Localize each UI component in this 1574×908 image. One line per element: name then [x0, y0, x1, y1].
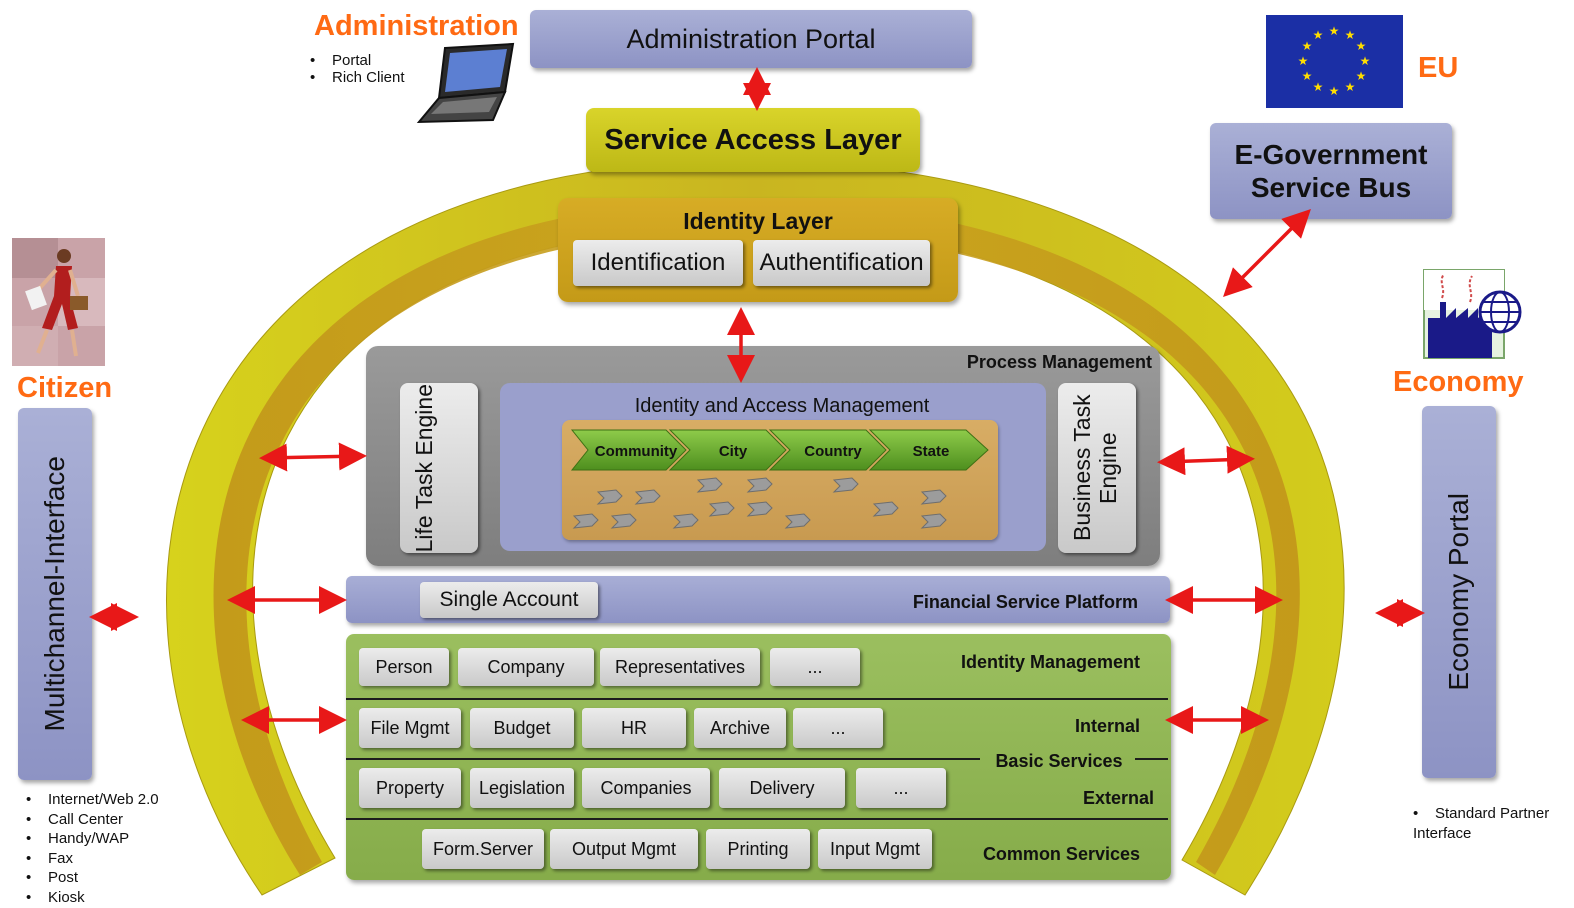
- svg-text:★: ★: [1356, 39, 1367, 53]
- svg-text:★: ★: [1302, 69, 1313, 83]
- divider: [346, 758, 980, 760]
- svg-text:★: ★: [1329, 84, 1340, 98]
- level-community[interactable]: Community: [594, 443, 678, 460]
- basic-services-label: Basic Services: [995, 751, 1123, 771]
- level-state[interactable]: State: [912, 443, 950, 460]
- output-mgmt-button[interactable]: Output Mgmt: [550, 829, 698, 869]
- egovernment-service-bus[interactable]: E-Government Service Bus: [1210, 123, 1452, 219]
- channel-item: Post: [26, 868, 159, 888]
- service-access-layer[interactable]: Service Access Layer: [586, 108, 920, 172]
- svg-text:★: ★: [1329, 24, 1340, 38]
- person-icon: [12, 238, 105, 366]
- svg-text:★: ★: [1313, 80, 1324, 94]
- channel-item: Fax: [26, 849, 159, 869]
- life-task-engine[interactable]: Life Task Engine: [400, 383, 478, 553]
- channel-item: Rich Client: [310, 69, 405, 86]
- eu-flag-icon: ★★★ ★★★ ★★★ ★★★: [1266, 15, 1403, 108]
- svg-text:★: ★: [1345, 28, 1356, 42]
- multichannel-interface[interactable]: Multichannel-Interface: [18, 408, 92, 780]
- economy-channels: Standard Partner Interface: [1413, 804, 1573, 843]
- administration-channels: Portal Rich Client: [310, 52, 405, 86]
- common-services-label: Common Services: [982, 844, 1140, 864]
- single-account-button[interactable]: Single Account: [420, 582, 598, 618]
- economy-portal-label: Economy Portal: [1443, 493, 1474, 691]
- factory-globe-icon: [1423, 269, 1522, 359]
- more-external-button[interactable]: ...: [856, 768, 946, 808]
- printing-button[interactable]: Printing: [706, 829, 810, 869]
- iam-level-chevrons: [570, 429, 989, 471]
- economy-portal[interactable]: Economy Portal: [1422, 406, 1496, 778]
- egov-bus-line2: Service Bus: [1250, 172, 1412, 203]
- svg-text:★: ★: [1302, 39, 1313, 53]
- channel-item: Internet/Web 2.0: [26, 790, 159, 810]
- laptop-icon: [416, 42, 515, 124]
- budget-button[interactable]: Budget: [470, 708, 574, 748]
- company-button[interactable]: Company: [458, 648, 594, 686]
- svg-text:★: ★: [1345, 80, 1356, 94]
- more-identity-button[interactable]: ...: [770, 648, 860, 686]
- archive-button[interactable]: Archive: [694, 708, 786, 748]
- economy-title: Economy: [1393, 366, 1524, 398]
- citizen-title: Citizen: [17, 372, 113, 404]
- divider: [346, 698, 1168, 700]
- svg-text:★: ★: [1356, 69, 1367, 83]
- divider: [346, 818, 1168, 820]
- iam-title: Identity and Access Management: [634, 395, 930, 417]
- divider: [1135, 758, 1168, 760]
- delivery-button[interactable]: Delivery: [719, 768, 845, 808]
- business-task-engine[interactable]: Business Task Engine: [1058, 383, 1136, 553]
- companies-button[interactable]: Companies: [582, 768, 710, 808]
- administration-title: Administration: [314, 10, 519, 42]
- administration-portal[interactable]: Administration Portal: [530, 10, 972, 68]
- identity-layer-title: Identity Layer: [683, 208, 833, 234]
- process-token-icons: [573, 477, 947, 529]
- eu-title: EU: [1418, 52, 1459, 84]
- representatives-button[interactable]: Representatives: [600, 648, 760, 686]
- input-mgmt-button[interactable]: Input Mgmt: [818, 829, 932, 869]
- property-button[interactable]: Property: [359, 768, 461, 808]
- svg-text:★: ★: [1360, 54, 1371, 68]
- business-task-engine-label: Business Task Engine: [1069, 394, 1121, 542]
- svg-text:★: ★: [1298, 54, 1309, 68]
- level-city[interactable]: City: [718, 443, 748, 460]
- identity-management-label: Identity Management: [960, 652, 1140, 672]
- financial-service-platform-title: Financial Service Platform: [912, 592, 1138, 612]
- multichannel-interface-label: Multichannel-Interface: [39, 456, 70, 732]
- file-mgmt-button[interactable]: File Mgmt: [359, 708, 461, 748]
- life-task-engine-label: Life Task Engine: [411, 383, 437, 553]
- internal-label: Internal: [1074, 716, 1140, 736]
- channel-item: Standard Partner Interface: [1413, 804, 1573, 843]
- channel-item: Portal: [310, 52, 405, 69]
- citizen-channels: Internet/Web 2.0 Call Center Handy/WAP F…: [26, 790, 159, 907]
- egov-bus-line1: E-Government: [1234, 139, 1428, 170]
- identification-button[interactable]: Identification: [573, 240, 743, 286]
- level-country[interactable]: Country: [804, 443, 862, 460]
- channel-item: Handy/WAP: [26, 829, 159, 849]
- more-internal-button[interactable]: ...: [793, 708, 883, 748]
- svg-text:★: ★: [1313, 28, 1324, 42]
- external-label: External: [1082, 788, 1154, 808]
- channel-item: Call Center: [26, 810, 159, 830]
- authentification-button[interactable]: Authentification: [753, 240, 930, 286]
- channel-item: Kiosk: [26, 888, 159, 908]
- person-button[interactable]: Person: [359, 648, 449, 686]
- legislation-button[interactable]: Legislation: [470, 768, 574, 808]
- process-management-title: Process Management: [966, 352, 1152, 372]
- form-server-button[interactable]: Form.Server: [422, 829, 544, 869]
- hr-button[interactable]: HR: [582, 708, 686, 748]
